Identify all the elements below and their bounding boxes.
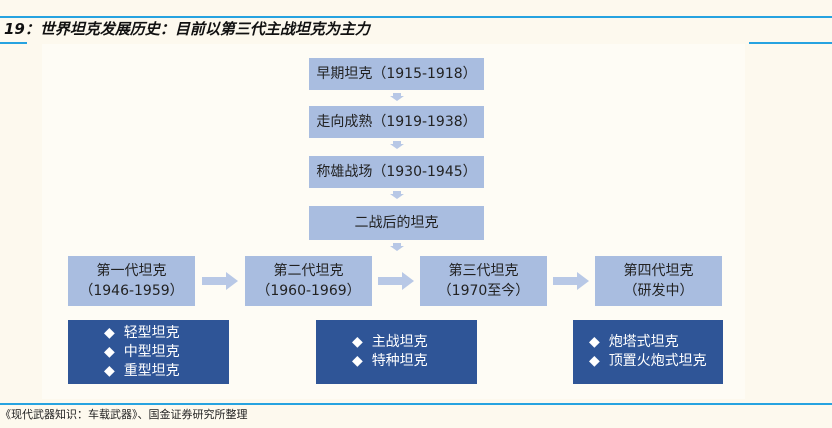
gen4-types-box: ◆ 炮塔式坦克 ◆ 顶置火炮式坦克: [573, 320, 723, 384]
gen2-name: 第二代坦克: [273, 263, 344, 279]
type-item: ◆ 顶置火炮式坦克: [589, 353, 707, 369]
gen1-box: 第一代坦克 （1946-1959）: [68, 256, 195, 306]
type-item: ◆ 中型坦克: [104, 343, 180, 360]
gen1-period: （1946-1959）: [79, 283, 184, 299]
gen2-box: 第二代坦克 （1960-1969）: [245, 256, 372, 306]
title-rule-left: [0, 42, 27, 44]
right-arrow-icon: [378, 272, 414, 290]
timeline-box-postwar: 二战后的坦克: [309, 206, 484, 240]
timeline-box-early: 早期坦克（1915-1918）: [309, 58, 484, 90]
gen3-box: 第三代坦克 （1970至今）: [420, 256, 547, 306]
gen3-period: （1970至今）: [437, 283, 530, 299]
type-item: ◆ 特种坦克: [352, 353, 428, 369]
gen1-name: 第一代坦克: [96, 263, 167, 279]
right-arrow-icon: [202, 272, 238, 290]
gen4-period: （研发中）: [623, 283, 694, 299]
down-arrow-icon: [390, 243, 404, 251]
type-item: ◆ 炮塔式坦克: [589, 334, 679, 350]
type-item: ◆ 主战坦克: [352, 334, 428, 350]
right-arrow-icon: [553, 272, 589, 290]
timeline-box-dominant: 称雄战场（1930-1945）: [309, 156, 484, 188]
gen4-name: 第四代坦克: [623, 263, 694, 279]
gen3-name: 第三代坦克: [448, 263, 519, 279]
gen2-types-box: ◆ 主战坦克 ◆ 特种坦克: [316, 320, 477, 384]
down-arrow-icon: [390, 141, 404, 149]
bottom-rule: [0, 403, 832, 405]
gen4-box: 第四代坦克 （研发中）: [595, 256, 722, 306]
gen2-period: （1960-1969）: [256, 283, 361, 299]
down-arrow-icon: [390, 191, 404, 199]
figure-title: 19：世界坦克发展历史：目前以第三代主战坦克为主力: [4, 20, 370, 38]
title-rule-right: [749, 42, 832, 44]
timeline-box-mature: 走向成熟（1919-1938）: [309, 106, 484, 138]
top-rule: [0, 16, 832, 18]
type-item: ◆ 轻型坦克: [104, 324, 180, 341]
gen1-types-box: ◆ 轻型坦克 ◆ 中型坦克 ◆ 重型坦克: [68, 320, 229, 384]
type-item: ◆ 重型坦克: [104, 362, 180, 379]
source-note: 《现代武器知识：车载武器》、国金证券研究所整理: [0, 408, 248, 421]
down-arrow-icon: [390, 93, 404, 101]
